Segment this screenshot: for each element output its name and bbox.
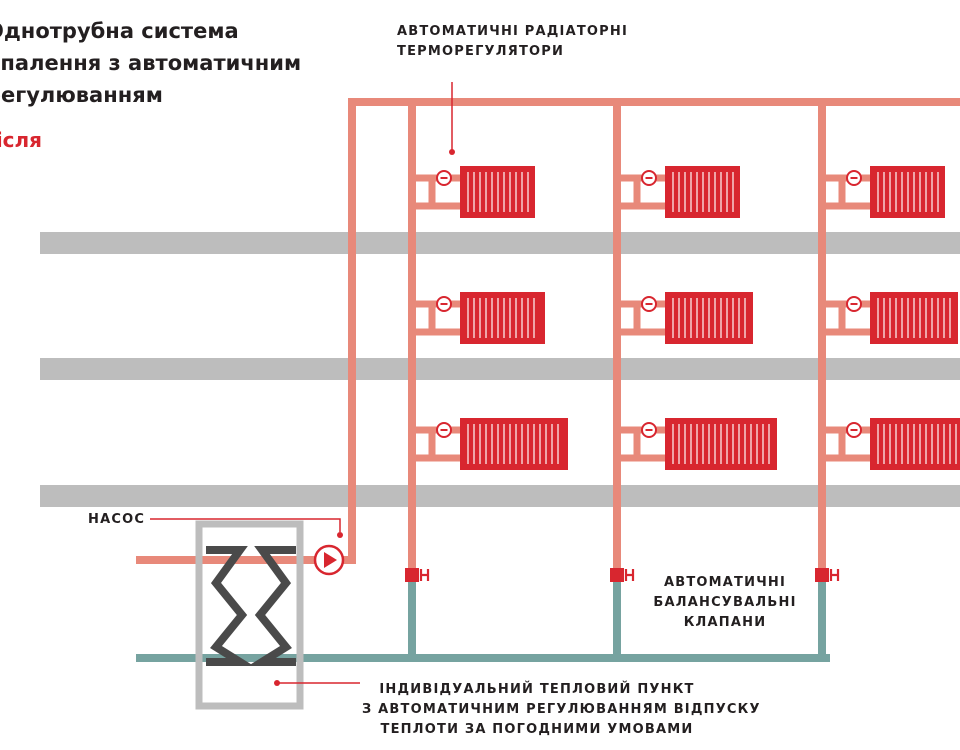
pump-callout-line — [150, 518, 341, 532]
label-line: АВТОМАТИЧНІ — [663, 575, 787, 590]
title-line: регулюванням — [0, 83, 163, 107]
pump-arrow-icon — [324, 552, 337, 568]
label-line: З АВТОМАТИЧНИМ РЕГУЛЮВАННЯМ ВІДПУСКУ — [362, 702, 761, 717]
heat-exchanger-coil — [248, 546, 296, 666]
pump-callout-dot — [337, 532, 343, 538]
balancing-valve-handle — [624, 569, 635, 581]
heat-exchanger-coil — [206, 546, 254, 666]
balancing-valve-icon — [405, 568, 419, 582]
balancing-valve-handle — [419, 569, 430, 581]
balancing-valve-icon — [815, 568, 829, 582]
subtitle-after: після — [0, 128, 43, 152]
balancing-valve-icon — [610, 568, 624, 582]
label-line: ТЕРМОРЕГУЛЯТОРИ — [397, 44, 565, 59]
heat-exchanger-frame — [195, 520, 304, 710]
thermoregulators-label: АВТОМАТИЧНІ РАДІАТОРНІ ТЕРМОРЕГУЛЯТОРИ — [397, 22, 628, 62]
heat-point-label: ІНДИВІДУАЛЬНИЙ ТЕПЛОВИЙ ПУНКТ З АВТОМАТИ… — [362, 680, 761, 740]
label-line: КЛАПАНИ — [683, 615, 767, 630]
label-line: АВТОМАТИЧНІ РАДІАТОРНІ — [397, 24, 629, 39]
radiator — [460, 418, 568, 470]
heat-point-callout-dot — [274, 680, 280, 686]
pump-label: НАСОС — [88, 512, 146, 527]
radiator — [870, 418, 960, 470]
label-line: БАЛАНСУВАЛЬНІ — [653, 595, 797, 610]
thermostat-callout-dot — [449, 149, 455, 155]
floor-slab — [40, 485, 960, 507]
label-line: ІНДИВІДУАЛЬНИЙ ТЕПЛОВИЙ ПУНКТ — [379, 682, 695, 697]
title-line: опалення з автоматичним — [0, 51, 302, 75]
diagram-title: Однотрубна система опалення з автоматичн… — [0, 15, 326, 111]
floor-slab — [40, 358, 960, 380]
balancing-valve-handle — [829, 569, 840, 581]
label-line: ТЕПЛОТИ ЗА ПОГОДНИМИ УМОВАМИ — [380, 722, 694, 737]
floor-slab — [40, 232, 960, 254]
title-line: Однотрубна система — [0, 19, 239, 43]
balancing-valves-label: АВТОМАТИЧНІ БАЛАНСУВАЛЬНІ КЛАПАНИ — [645, 573, 805, 633]
radiator — [460, 292, 545, 344]
